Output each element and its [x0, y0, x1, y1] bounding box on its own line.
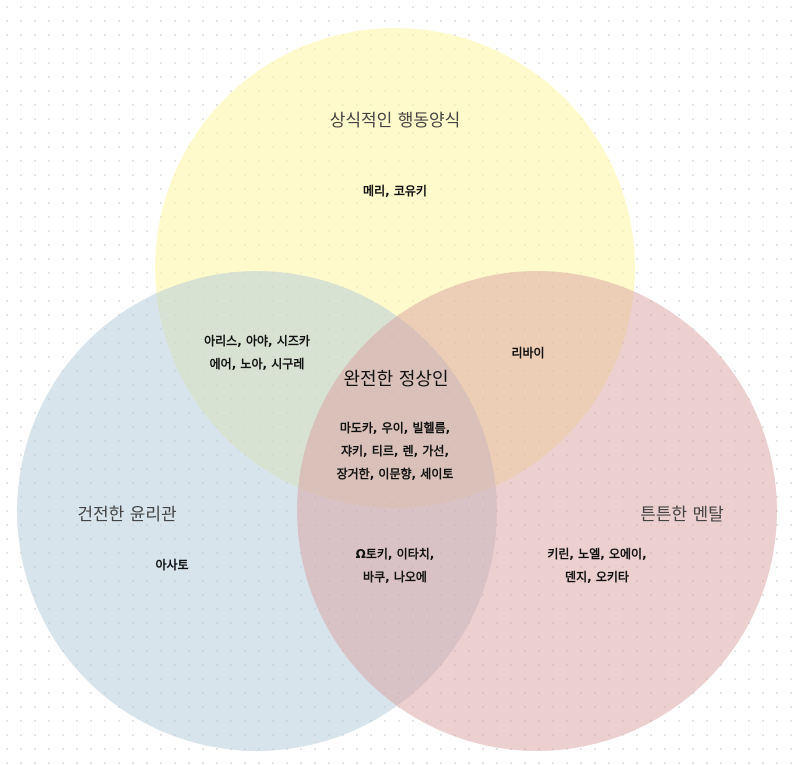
region-blue-only: 아사토	[155, 558, 189, 572]
set-label-ethics: 건전한 윤리관	[77, 505, 177, 525]
region-yellow-only: 메리, 코유키	[363, 184, 427, 198]
center-label: 완전한 정상인	[343, 369, 449, 390]
circle-mental	[297, 271, 777, 751]
region-yellow-red: 리바이	[511, 346, 545, 360]
set-label-mental: 튼튼한 멘탈	[640, 505, 724, 525]
region-blue-red: Ω토키, 이타치,바쿠, 나오에	[355, 547, 435, 584]
set-label-common-sense: 상식적인 행동양식	[329, 111, 461, 131]
region-red-only: 키린, 노엘, 오에이,덴지, 오키타	[547, 547, 647, 584]
region-center: 마도카, 우이, 빌헬름,쟈키, 티르, 렌, 가선,장거한, 이문향, 세이토	[336, 421, 454, 481]
